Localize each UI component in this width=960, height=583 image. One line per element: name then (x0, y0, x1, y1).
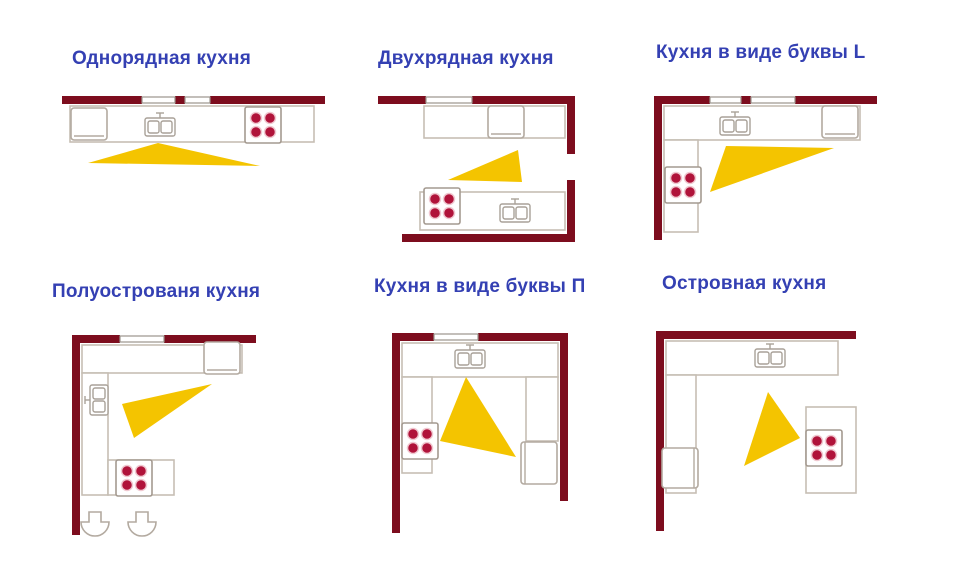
wall (164, 335, 256, 343)
layout-title-peninsula: Полуострованя кухня (52, 281, 261, 302)
work-triangle (88, 143, 260, 166)
chair-icon (127, 511, 157, 537)
work-triangle (744, 392, 800, 466)
stove-icon (805, 429, 843, 467)
plan-single-row (62, 96, 325, 166)
window-icon (141, 96, 211, 104)
layout-title-u-shape: Кухня в виде буквы П (374, 276, 586, 297)
window-icon (425, 96, 473, 104)
work-triangle (710, 146, 834, 192)
work-triangle (122, 384, 212, 438)
wall (741, 96, 751, 104)
fridge-icon (70, 107, 108, 141)
fridge-icon (821, 105, 859, 139)
fridge-icon (661, 447, 699, 489)
layout-title-island: Островная кухня (662, 273, 827, 294)
fridge-icon (203, 341, 241, 375)
layout-title-double-row: Двухрядная кухня (378, 48, 554, 69)
fridge-icon (487, 105, 525, 139)
wall (567, 96, 575, 154)
stove-icon (401, 422, 439, 460)
fridge-icon (520, 441, 558, 485)
wall (175, 96, 185, 104)
chair-icon (80, 511, 110, 537)
plan-u-shape (392, 333, 568, 533)
wall (62, 96, 142, 104)
layout-title-single-row: Однорядная кухня (72, 48, 251, 69)
wall (567, 180, 575, 242)
counter (665, 340, 839, 376)
wall (656, 331, 664, 531)
window-icon (709, 96, 796, 104)
wall (392, 333, 400, 533)
window-icon (119, 335, 165, 343)
wall (472, 96, 575, 104)
counter (525, 376, 559, 442)
wall (656, 331, 856, 339)
wall (72, 335, 80, 535)
wall (402, 234, 575, 242)
layout-title-l-shape: Кухня в виде буквы L (656, 42, 866, 63)
window-icon (433, 333, 479, 341)
wall (560, 333, 568, 501)
plan-double-row (378, 96, 575, 242)
stove-icon (423, 187, 461, 225)
plan-island (656, 331, 857, 531)
wall (795, 96, 877, 104)
plan-l-shape (654, 96, 877, 240)
stove-icon (115, 459, 153, 497)
wall (210, 96, 325, 104)
wall (654, 96, 662, 240)
stove-icon (664, 166, 702, 204)
work-triangle (448, 150, 522, 182)
stove-icon (244, 106, 282, 144)
wall (478, 333, 568, 341)
wall (654, 96, 710, 104)
work-triangle (440, 377, 516, 457)
plan-peninsula (72, 335, 256, 537)
wall (72, 335, 120, 343)
wall (392, 333, 434, 341)
wall (378, 96, 426, 104)
